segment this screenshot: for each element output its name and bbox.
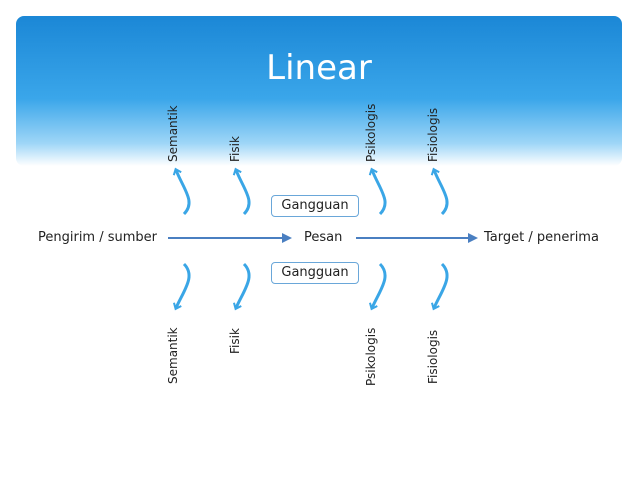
noise-arrow-top-psikologis xyxy=(368,167,387,216)
noise-arrow-bottom-fisik xyxy=(233,262,251,311)
bottom-label-psikologis: Psikologis xyxy=(364,327,378,386)
noise-arrow-bottom-psikologis xyxy=(369,262,387,311)
bottom-label-semantik: Semantik xyxy=(166,327,180,384)
slide-title: Linear xyxy=(266,48,372,88)
top-label-psikologis: Psikologis xyxy=(364,103,378,162)
bottom-label-fisiologis: Fisiologis xyxy=(426,329,440,384)
receiver-label: Target / penerima xyxy=(484,230,599,245)
noise-arrow-bottom-fisiologis xyxy=(431,262,449,311)
top-label-semantik: Semantik xyxy=(166,105,180,162)
top-label-fisik: Fisik xyxy=(228,136,242,162)
noise-arrow-top-fisiologis xyxy=(430,167,449,216)
sender-label: Pengirim / sumber xyxy=(38,230,158,245)
noise-box-top: Gangguan xyxy=(271,195,359,217)
noise-arrow-top-fisik xyxy=(232,167,251,216)
noise-arrow-bottom-semantik xyxy=(173,262,191,311)
noise-arrow-top-semantik xyxy=(172,167,191,216)
message-label: Pesan xyxy=(304,230,343,245)
header-background xyxy=(16,16,622,166)
bottom-label-fisik: Fisik xyxy=(228,328,242,354)
top-label-fisiologis: Fisiologis xyxy=(426,107,440,162)
noise-box-bottom: Gangguan xyxy=(271,262,359,284)
